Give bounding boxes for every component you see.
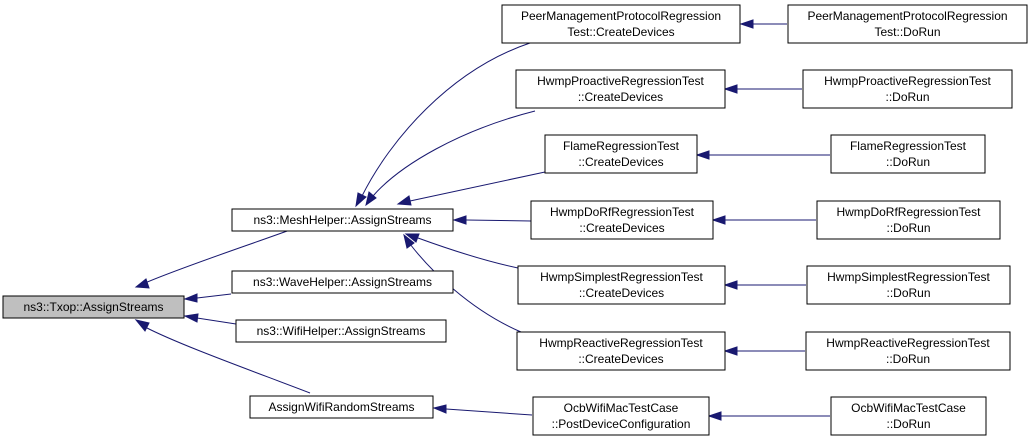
edge-wave-helper-to-txop <box>196 293 232 299</box>
node-flame-dorun[interactable]: FlameRegressionTest ::DoRun <box>830 134 986 174</box>
node-label-line1: HwmpDoRfRegressionTest <box>550 205 695 219</box>
node-label: ns3::MeshHelper::AssignStreams <box>253 213 431 227</box>
arrowhead-flame-dorun-to-create-devices <box>695 150 710 160</box>
node-hwmp-simplest-create-devices[interactable]: HwmpSimplestRegressionTest ::CreateDevic… <box>517 265 726 305</box>
edge-hwmp-proactive-create-devices-to-mesh <box>372 110 536 197</box>
arrowhead-hwmp-reactive-create-devices-to-mesh <box>403 233 415 249</box>
node-hwmp-dorf-create-devices[interactable]: HwmpDoRfRegressionTest ::CreateDevices <box>530 200 714 240</box>
edge-hwmp-simplest-create-devices-to-mesh <box>417 237 519 269</box>
arrowhead-hwmp-dorf-dorun-to-create-devices <box>711 215 726 225</box>
edge-mesh-helper-to-txop <box>144 229 291 284</box>
node-label-line2: ::CreateDevices <box>579 286 664 300</box>
node-label-line1: PeerManagementProtocolRegression <box>807 9 1007 23</box>
node-ocb-dorun[interactable]: OcbWifiMacTestCase ::DoRun <box>830 396 987 436</box>
node-ocb-post-device-configuration[interactable]: OcbWifiMacTestCase ::PostDeviceConfigura… <box>532 396 710 436</box>
arrowhead-hwmp-proactive-dorun-to-create-devices <box>723 84 738 94</box>
node-label-line1: FlameRegressionTest <box>563 139 680 153</box>
edge-assign-random-streams-to-txop <box>144 326 311 394</box>
arrowhead-wave-helper-to-txop <box>183 293 198 303</box>
node-txop-assign-streams[interactable]: ns3::Txop::AssignStreams <box>2 295 185 319</box>
node-label-line1: HwmpReactiveRegressionTest <box>826 336 990 350</box>
arrowhead-mesh-helper-to-txop <box>134 278 150 289</box>
node-label-line1: OcbWifiMacTestCase <box>851 401 966 415</box>
arrowhead-flame-create-devices-to-mesh <box>396 195 412 206</box>
node-label-line2: ::DoRun <box>886 417 930 431</box>
arrowhead-hwmp-reactive-dorun-to-create-devices <box>723 346 738 356</box>
node-label-line2: ::CreateDevices <box>579 221 664 235</box>
node-label-line2: ::DoRun <box>886 286 930 300</box>
node-wave-helper-assign-streams[interactable]: ns3::WaveHelper::AssignStreams <box>231 270 454 294</box>
node-flame-create-devices[interactable]: FlameRegressionTest ::CreateDevices <box>544 134 698 174</box>
node-label-line2: Test::CreateDevices <box>567 25 674 39</box>
node-label: ns3::WifiHelper::AssignStreams <box>257 324 426 338</box>
node-label-line2: ::DoRun <box>886 352 930 366</box>
node-label-line1: FlameRegressionTest <box>850 139 967 153</box>
node-hwmp-proactive-dorun[interactable]: HwmpProactiveRegressionTest ::DoRun <box>802 69 1013 109</box>
node-mesh-helper-assign-streams[interactable]: ns3::MeshHelper::AssignStreams <box>231 208 454 232</box>
node-label-line1: HwmpSimplestRegressionTest <box>540 270 703 284</box>
arrowhead-pmp-dorun-to-create-devices <box>739 19 754 29</box>
arrowhead-ocb-dorun-to-post-device-config <box>707 411 722 421</box>
node-pmp-regression-dorun[interactable]: PeerManagementProtocolRegression Test::D… <box>787 4 1028 44</box>
node-label-line2: ::DoRun <box>885 90 929 104</box>
node-label-line2: ::DoRun <box>886 155 930 169</box>
edge-hwmp-reactive-create-devices-to-mesh <box>409 243 522 333</box>
node-label: AssignWifiRandomStreams <box>268 400 414 414</box>
node-label-line2: ::CreateDevices <box>578 90 663 104</box>
node-hwmp-reactive-create-devices[interactable]: HwmpReactiveRegressionTest ::CreateDevic… <box>516 331 726 371</box>
edge-wifi-helper-to-txop <box>196 317 237 325</box>
edge-pmp-create-devices-to-mesh <box>361 42 531 197</box>
node-label-line2: Test::DoRun <box>874 25 940 39</box>
node-hwmp-proactive-create-devices[interactable]: HwmpProactiveRegressionTest ::CreateDevi… <box>515 69 726 109</box>
node-label-line1: HwmpDoRfRegressionTest <box>836 205 981 219</box>
node-label-line1: HwmpProactiveRegressionTest <box>824 74 991 88</box>
node-label-line1: HwmpReactiveRegressionTest <box>539 336 703 350</box>
arrowhead-hwmp-simplest-create-devices-to-mesh <box>404 233 420 243</box>
arrowhead-hwmp-proactive-create-devices-to-mesh <box>365 191 377 207</box>
node-hwmp-dorf-dorun[interactable]: HwmpDoRfRegressionTest ::DoRun <box>816 200 1001 240</box>
node-label-line2: ::PostDeviceConfiguration <box>552 417 691 431</box>
node-label-line2: ::CreateDevices <box>578 352 663 366</box>
node-hwmp-reactive-dorun[interactable]: HwmpReactiveRegressionTest ::DoRun <box>805 331 1011 371</box>
edge-flame-create-devices-to-mesh <box>409 171 546 202</box>
node-label-line2: ::DoRun <box>886 221 930 235</box>
arrowhead-assign-random-streams-to-txop <box>134 319 150 332</box>
node-pmp-regression-create-devices[interactable]: PeerManagementProtocolRegression Test::C… <box>501 4 741 44</box>
node-label: ns3::WaveHelper::AssignStreams <box>253 275 432 289</box>
arrowhead-ocb-post-device-config-to-assign-random <box>432 404 447 414</box>
edges <box>134 19 830 421</box>
arrowhead-pmp-create-devices-to-mesh <box>355 192 367 208</box>
node-label-line1: HwmpProactiveRegressionTest <box>537 74 704 88</box>
edge-hwmp-dorf-create-devices-to-mesh <box>465 219 532 222</box>
node-assign-wifi-random-streams[interactable]: AssignWifiRandomStreams <box>249 395 434 419</box>
arrowhead-hwmp-dorf-create-devices-to-mesh <box>452 215 467 225</box>
node-label-line1: HwmpSimplestRegressionTest <box>827 270 990 284</box>
node-label-line2: ::CreateDevices <box>578 155 663 169</box>
node-wifi-helper-assign-streams[interactable]: ns3::WifiHelper::AssignStreams <box>235 319 447 343</box>
node-label-line1: OcbWifiMacTestCase <box>564 401 679 415</box>
arrowhead-hwmp-simplest-dorun-to-create-devices <box>723 280 738 290</box>
node-label: ns3::Txop::AssignStreams <box>23 300 163 314</box>
arrowhead-wifi-helper-to-txop <box>183 313 199 323</box>
node-hwmp-simplest-dorun[interactable]: HwmpSimplestRegressionTest ::DoRun <box>806 265 1011 305</box>
edge-ocb-post-device-config-to-assign-random <box>445 408 533 416</box>
node-label-line1: PeerManagementProtocolRegression <box>521 9 721 23</box>
